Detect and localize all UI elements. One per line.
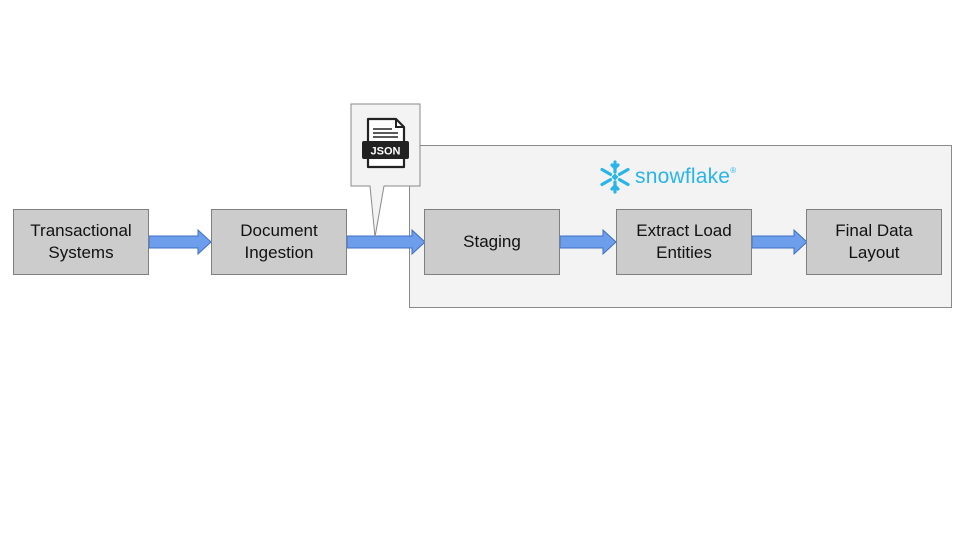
json-icon-label: JSON [371, 146, 401, 158]
node-transactional-systems: Transactional Systems [13, 209, 149, 275]
node-staging: Staging [424, 209, 560, 275]
node-extract-load-entities: Extract Load Entities [616, 209, 752, 275]
arrow-extract-to-final [751, 228, 808, 256]
node-final-data-layout: Final Data Layout [806, 209, 942, 275]
snowflake-icon [600, 160, 630, 194]
json-callout: JSON [350, 103, 421, 238]
node-label: Extract Load Entities [636, 221, 732, 262]
snowflake-logo-text: snowflake [635, 165, 731, 188]
node-label: Final Data Layout [835, 221, 913, 262]
node-label: Document Ingestion [240, 221, 318, 262]
arrow-transactional-to-document [148, 228, 212, 256]
arrow-document-to-staging [346, 228, 426, 256]
arrow-staging-to-extract [559, 228, 617, 256]
node-label: Staging [463, 232, 521, 251]
node-label: Transactional Systems [30, 221, 132, 262]
registered-mark: ® [730, 166, 737, 175]
json-file-icon: JSON [362, 117, 409, 169]
node-document-ingestion: Document Ingestion [211, 209, 347, 275]
snowflake-logo: snowflake ® [598, 160, 736, 194]
